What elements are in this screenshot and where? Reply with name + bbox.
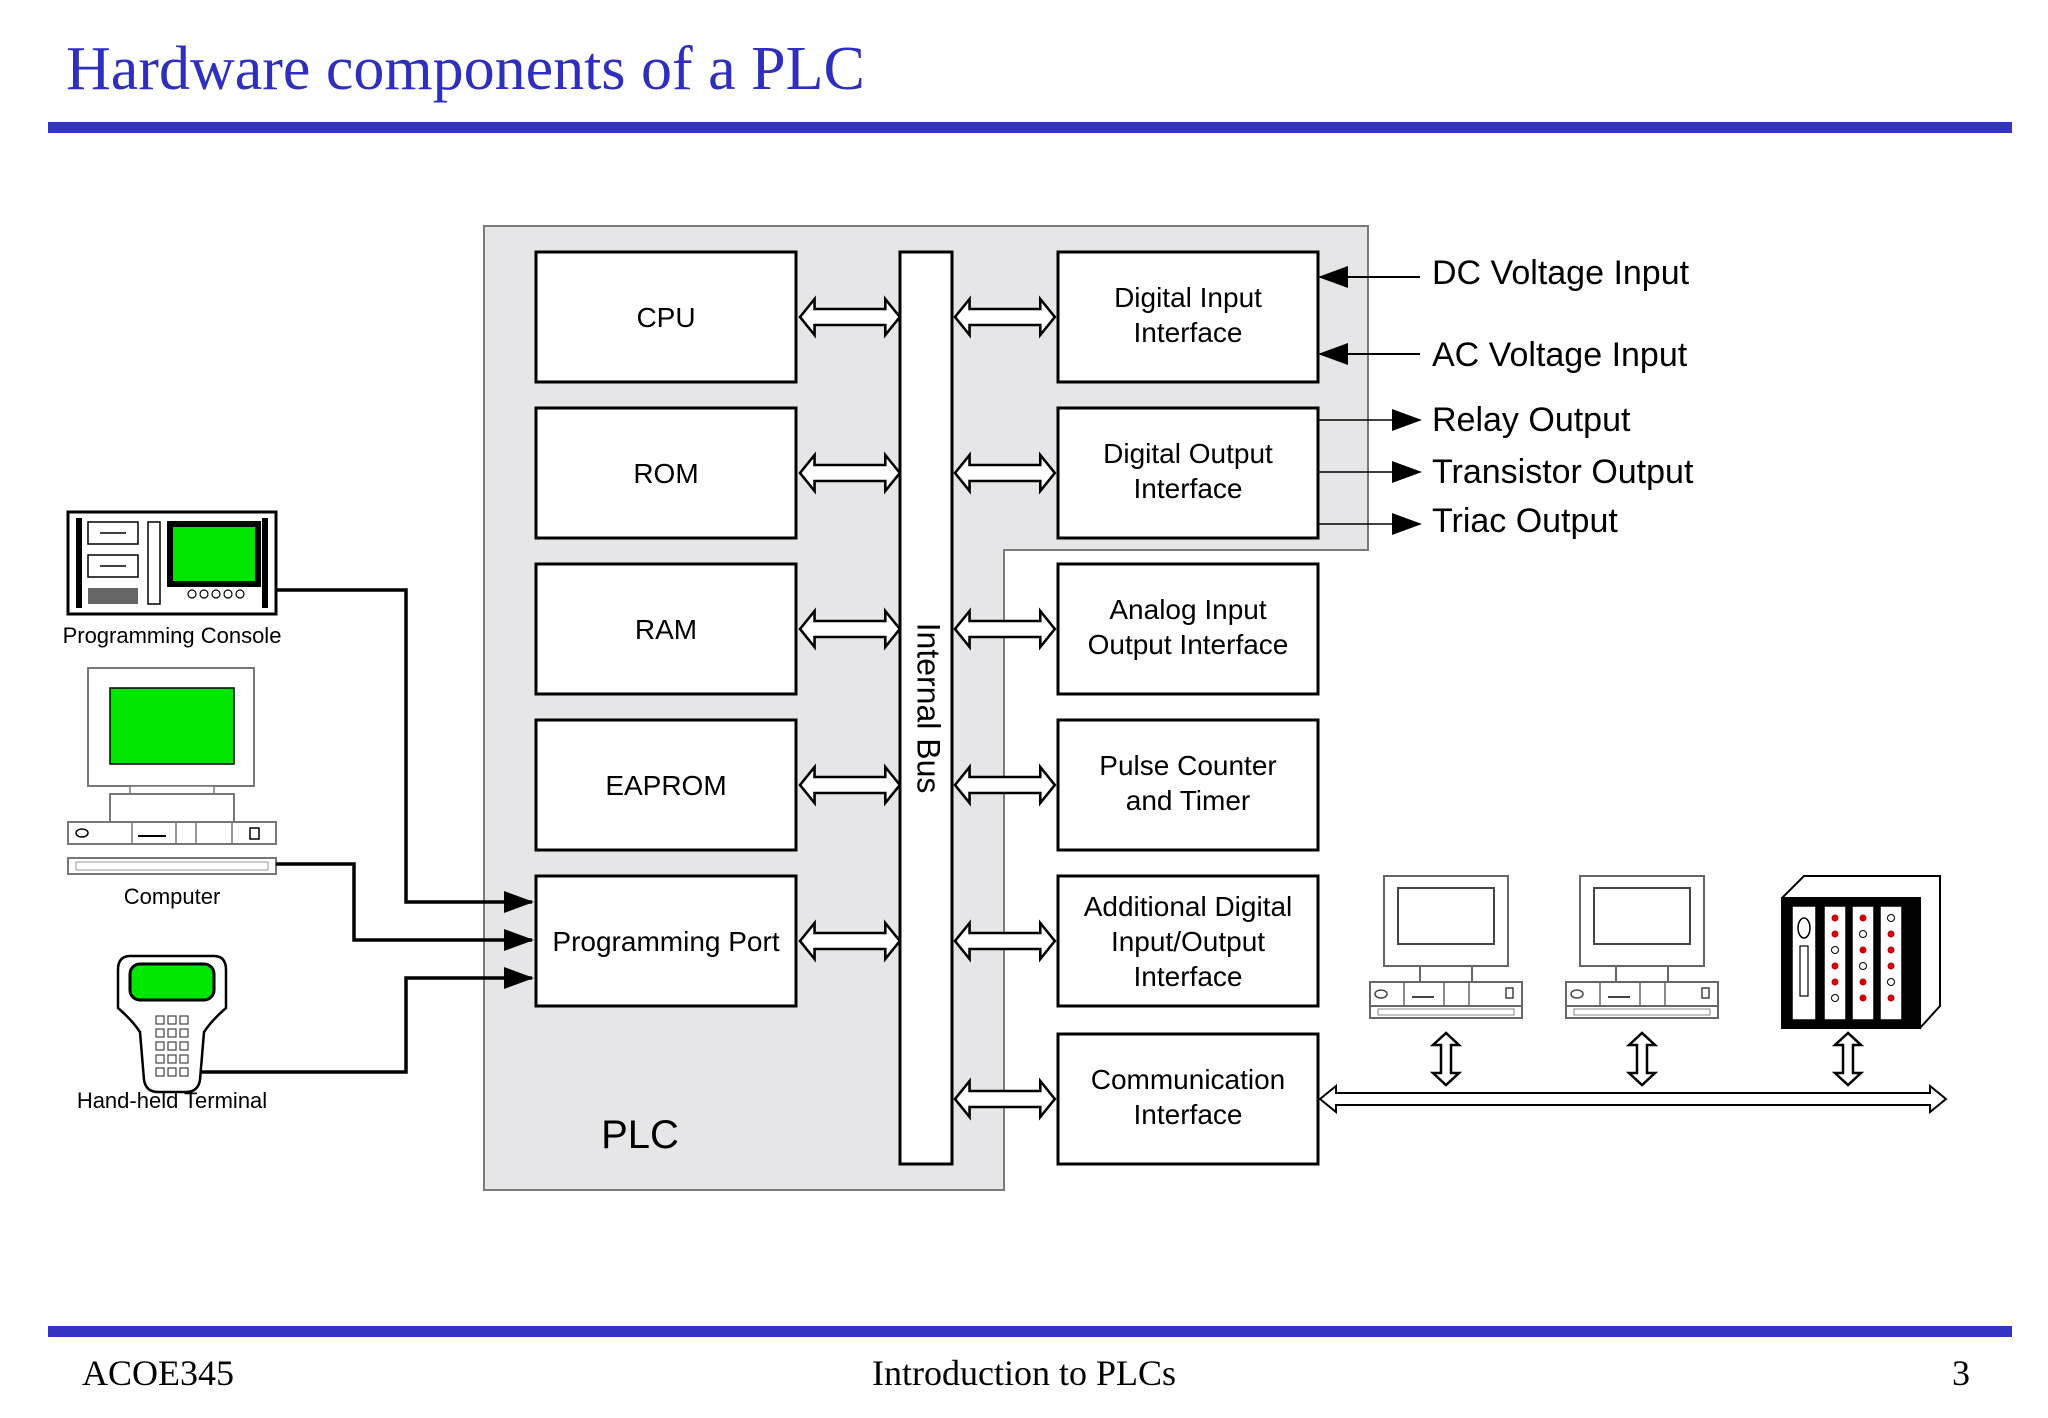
rack-led-column bbox=[1831, 914, 1895, 1002]
network-computer-1 bbox=[1369, 875, 1523, 1019]
internal-bus-label: Internal Bus bbox=[911, 623, 947, 794]
analog-io-label-2: Output Interface bbox=[1088, 629, 1289, 660]
footer-topic: Introduction to PLCs bbox=[872, 1353, 1176, 1393]
pulse-counter-label-1: Pulse Counter bbox=[1099, 750, 1276, 781]
network-computer-2 bbox=[1565, 875, 1719, 1019]
cpu-block: CPU bbox=[534, 250, 798, 384]
ac-input-label: AC Voltage Input bbox=[1432, 336, 1688, 374]
internal-bus bbox=[898, 250, 954, 1166]
dc-input-label: DC Voltage Input bbox=[1432, 254, 1690, 292]
eaprom-label: EAPROM bbox=[605, 770, 726, 801]
pulse-counter-label-2: and Timer bbox=[1126, 785, 1251, 816]
analog-io-label-1: Analog Input bbox=[1109, 594, 1266, 625]
communication-label-2: Interface bbox=[1134, 1099, 1243, 1130]
handheld-cable bbox=[200, 967, 534, 1074]
digital-output-label-2: Interface bbox=[1134, 473, 1243, 504]
relay-output-label: Relay Output bbox=[1432, 401, 1631, 439]
slide-title: Hardware components of a PLC bbox=[66, 35, 865, 103]
footer-course: ACOE345 bbox=[82, 1353, 234, 1393]
hand-held-terminal-icon bbox=[116, 954, 228, 1094]
additional-io-label-1: Additional Digital bbox=[1084, 891, 1293, 922]
additional-io-label-2: Input/Output bbox=[1111, 926, 1265, 957]
programming-port-label: Programming Port bbox=[552, 926, 779, 957]
ram-label: RAM bbox=[635, 614, 697, 645]
communication-label-1: Communication bbox=[1091, 1064, 1286, 1095]
programming-port-block: Programming Port bbox=[534, 874, 798, 1008]
plc-label: PLC bbox=[601, 1113, 679, 1157]
hand-held-terminal-label: Hand-held Terminal bbox=[77, 1088, 267, 1113]
computer-label: Computer bbox=[124, 884, 221, 909]
cpu-label: CPU bbox=[636, 302, 695, 333]
console-cable bbox=[276, 588, 534, 913]
network-drop-2 bbox=[1627, 1031, 1657, 1087]
digital-input-block: Digital Input Interface bbox=[1056, 250, 1320, 384]
additional-io-label-3: Interface bbox=[1134, 961, 1243, 992]
transistor-output-label: Transistor Output bbox=[1432, 453, 1694, 491]
digital-output-label-1: Digital Output bbox=[1103, 438, 1273, 469]
title-rule bbox=[48, 122, 2012, 133]
programming-console-icon bbox=[66, 510, 278, 616]
eaprom-block: EAPROM bbox=[534, 718, 798, 852]
network-bus bbox=[1318, 1083, 1948, 1115]
pulse-counter-block: Pulse Counter and Timer bbox=[1056, 718, 1320, 852]
computer-cable bbox=[276, 862, 534, 951]
rom-block: ROM bbox=[534, 406, 798, 540]
rom-label: ROM bbox=[633, 458, 698, 489]
analog-io-block: Analog Input Output Interface bbox=[1056, 562, 1320, 696]
communication-block: Communication Interface bbox=[1056, 1032, 1320, 1166]
footer-page-number: 3 bbox=[1952, 1353, 1970, 1393]
remote-io-rack bbox=[1780, 875, 1941, 1030]
programming-console-label: Programming Console bbox=[63, 623, 282, 648]
triac-output-label: Triac Output bbox=[1432, 502, 1618, 540]
digital-input-label-2: Interface bbox=[1134, 317, 1243, 348]
footer-rule bbox=[48, 1326, 2012, 1337]
network-drop-3 bbox=[1833, 1031, 1863, 1087]
computer-icon bbox=[67, 667, 277, 875]
additional-io-block: Additional Digital Input/Output Interfac… bbox=[1056, 874, 1320, 1008]
digital-input-label-1: Digital Input bbox=[1114, 282, 1262, 313]
digital-output-block: Digital Output Interface bbox=[1056, 406, 1320, 540]
ram-block: RAM bbox=[534, 562, 798, 696]
network-drop-1 bbox=[1431, 1031, 1461, 1087]
